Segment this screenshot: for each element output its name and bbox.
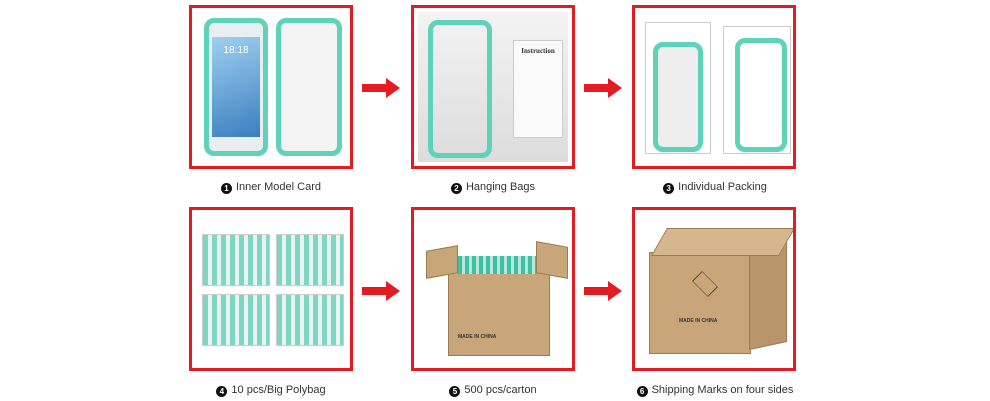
carton-mark: MADE IN CHINA [679, 318, 718, 324]
step-number-badge: 2 [450, 183, 462, 194]
carton-mark: MADE IN CHINA [458, 334, 497, 340]
step-number-badge: 3 [663, 183, 675, 194]
carton-flap [426, 245, 458, 279]
step-6-image: MADE IN CHINA [632, 207, 796, 371]
step-label: Individual Packing [678, 181, 767, 193]
polybag-photo [196, 214, 346, 364]
bagged-case [653, 42, 703, 152]
step-label: Hanging Bags [465, 181, 536, 193]
phone-back [276, 18, 342, 156]
carton-top [650, 228, 793, 256]
step-label: 500 pcs/carton [464, 384, 537, 396]
phone-time: 18:18 [223, 45, 249, 56]
bagged-case [735, 38, 787, 152]
carton-side [749, 239, 787, 351]
phone-front: 18:18 [204, 18, 268, 156]
hanging-bag-photo: Instruction [418, 12, 568, 162]
polybag [276, 294, 344, 346]
step-number-badge: 6 [636, 386, 648, 397]
polybag [202, 234, 270, 286]
step-5-image: MADE IN CHINA [411, 207, 575, 371]
step-1-caption: 1 Inner Model Card [156, 181, 386, 194]
right-arrow-icon [584, 78, 622, 98]
instruction-card-title: Instruction [521, 47, 555, 55]
right-arrow-icon [584, 281, 622, 301]
sealed-carton-photo: MADE IN CHINA [639, 214, 793, 364]
carton-front [649, 252, 751, 354]
step-2-image: Instruction [411, 5, 575, 169]
step-number-badge: 4 [216, 386, 228, 397]
instruction-card: Instruction [513, 40, 563, 138]
right-arrow-icon [362, 78, 400, 98]
step-label: Inner Model Card [236, 181, 321, 193]
step-3-image [632, 5, 796, 169]
step-label: 10 pcs/Big Polybag [231, 384, 326, 396]
polybag [276, 234, 344, 286]
open-carton-photo: MADE IN CHINA [418, 214, 568, 364]
step-number-badge: 1 [221, 183, 232, 194]
step-number-badge: 5 [449, 386, 461, 397]
phone-case [428, 20, 492, 158]
polybag [202, 294, 270, 346]
carton-flap [536, 241, 568, 279]
carton-contents [458, 256, 538, 274]
step-label: Shipping Marks on four sides [651, 384, 794, 396]
right-arrow-icon [362, 281, 400, 301]
phone-photo: 18:18 [196, 12, 346, 162]
individual-packing-photo [639, 12, 791, 162]
carton-body [448, 264, 550, 356]
phone-screen: 18:18 [212, 37, 260, 137]
step-4-image [189, 207, 353, 371]
step-1-image: 18:18 [189, 5, 353, 169]
